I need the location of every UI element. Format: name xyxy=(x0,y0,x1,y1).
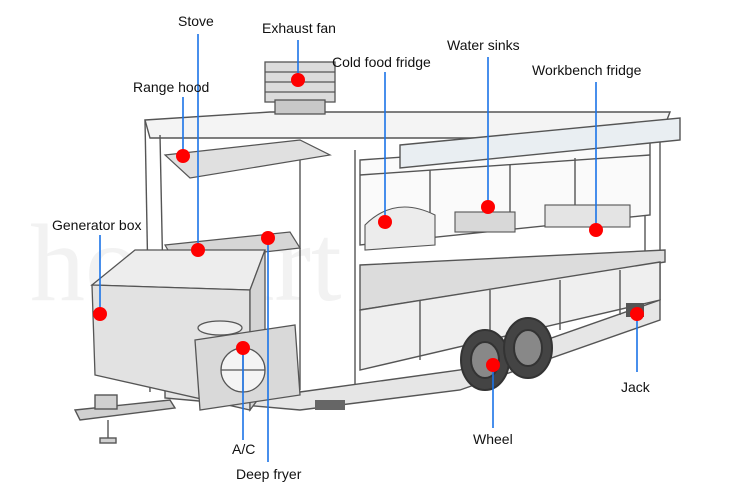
label-ac: A/C xyxy=(232,441,256,457)
ac-unit xyxy=(194,320,301,411)
wheels xyxy=(460,317,553,391)
marker-ac xyxy=(236,341,250,355)
label-generator-box: Generator box xyxy=(52,217,142,233)
label-workbench-fridge: Workbench fridge xyxy=(532,62,642,78)
label-wheel: Wheel xyxy=(473,431,513,447)
marker-generator-box xyxy=(93,307,107,321)
marker-water-sinks xyxy=(481,200,495,214)
marker-workbench-fridge xyxy=(589,223,603,237)
marker-jack xyxy=(630,307,644,321)
label-deep-fryer: Deep fryer xyxy=(236,466,302,482)
label-water-sinks: Water sinks xyxy=(447,37,520,53)
label-cold-food-fridge: Cold food fridge xyxy=(332,54,431,70)
markers xyxy=(93,73,644,372)
trailer-hitch xyxy=(73,394,177,444)
label-stove: Stove xyxy=(178,13,214,29)
callout-lines xyxy=(99,34,638,462)
label-range-hood: Range hood xyxy=(133,79,210,95)
step xyxy=(315,400,345,410)
exhaust-fan-unit xyxy=(264,61,336,115)
marker-stove xyxy=(191,243,205,257)
label-jack: Jack xyxy=(621,379,650,395)
marker-range-hood xyxy=(176,149,190,163)
label-exhaust-fan: Exhaust fan xyxy=(262,20,336,36)
marker-exhaust-fan xyxy=(291,73,305,87)
range-hood-unit xyxy=(163,139,332,179)
marker-wheel xyxy=(486,358,500,372)
marker-deep-fryer xyxy=(261,231,275,245)
marker-cold-food-fridge xyxy=(378,215,392,229)
